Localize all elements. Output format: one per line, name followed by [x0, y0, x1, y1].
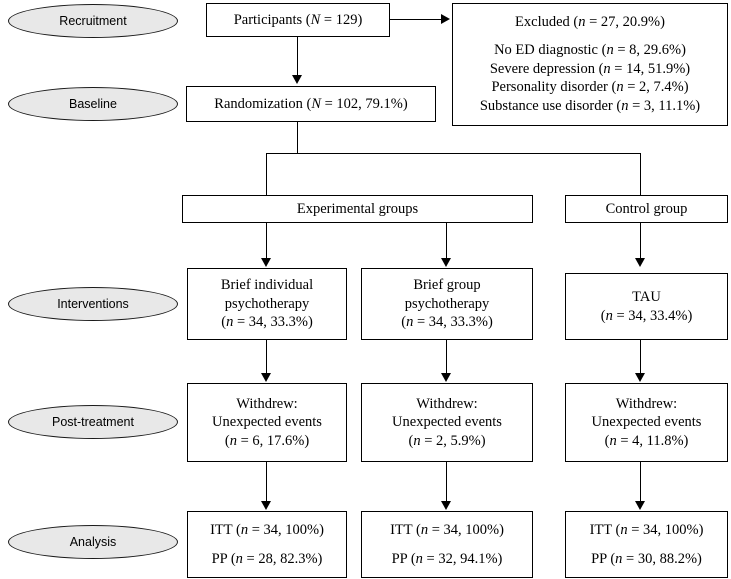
box-participants: Participants (N = 129) — [206, 3, 390, 37]
box-intervention-1: Brief individual psychotherapy (n = 34, … — [187, 268, 347, 340]
arrowhead-analysis-1 — [261, 501, 271, 510]
box-analysis-1: ITT (n = 34, 100%) PP (n = 28, 82.3%) — [187, 511, 347, 578]
box-withdrew-2: Withdrew: Unexpected events (n = 2, 5.9%… — [361, 383, 533, 462]
connector-withdrew-3-to-analysis-3 — [640, 462, 641, 502]
stage-ellipse-recruitment: Recruitment — [8, 4, 178, 38]
box-control-group: Control group — [565, 195, 728, 223]
box-excluded: Excluded (n = 27, 20.9%) No ED diagnosti… — [452, 3, 728, 126]
excluded-reason-4: Substance use disorder (n = 3, 11.1%) — [479, 98, 701, 115]
connector-randomization-to-split — [297, 122, 298, 154]
box-withdrew-1: Withdrew: Unexpected events (n = 6, 17.6… — [187, 383, 347, 462]
arrowhead-analysis-3 — [635, 501, 645, 510]
arrowhead-intervention-3 — [635, 258, 645, 267]
arrowhead-participants-to-excluded — [441, 14, 450, 24]
stage-label-post-treatment: Post-treatment — [52, 414, 134, 429]
control-group-label: Control group — [605, 200, 688, 217]
box-intervention-3: TAU (n = 34, 33.4%) — [565, 273, 728, 340]
analysis-3-line-2: PP (n = 30, 88.2%) — [591, 550, 702, 567]
arrowhead-participants-to-randomization — [292, 75, 302, 84]
intervention-1-line-3: (n = 34, 33.3%) — [221, 314, 313, 331]
connector-control-to-intervention-3 — [640, 222, 641, 259]
analysis-1-line-2: PP (n = 28, 82.3%) — [211, 550, 323, 567]
box-analysis-3: ITT (n = 34, 100%) PP (n = 30, 88.2%) — [565, 511, 728, 578]
box-analysis-2: ITT (n = 34, 100%) PP (n = 32, 94.1%) — [361, 511, 533, 578]
intervention-2-line-3: (n = 34, 33.3%) — [401, 314, 493, 331]
intervention-3-line-1: TAU — [632, 288, 661, 305]
connector-split-left-drop — [266, 153, 267, 195]
connector-split-right-drop — [640, 153, 641, 195]
stage-label-baseline: Baseline — [69, 96, 117, 111]
arrowhead-intervention-2 — [441, 258, 451, 267]
stage-label-recruitment: Recruitment — [59, 13, 127, 28]
intervention-2-line-2: psychotherapy — [404, 295, 490, 312]
intervention-2-line-1: Brief group — [413, 277, 481, 294]
withdrew-3-line-2: Unexpected events — [591, 414, 702, 431]
arrowhead-withdrew-2 — [441, 373, 451, 382]
box-experimental-groups: Experimental groups — [182, 195, 533, 223]
connector-withdrew-2-to-analysis-2 — [446, 462, 447, 502]
box-withdrew-3: Withdrew: Unexpected events (n = 4, 11.8… — [565, 383, 728, 462]
connector-participants-to-excluded — [389, 19, 441, 20]
arrowhead-analysis-2 — [441, 501, 451, 510]
connector-split-bar — [266, 153, 641, 154]
arrowhead-withdrew-1 — [261, 373, 271, 382]
arrowhead-withdrew-3 — [635, 373, 645, 382]
connector-participants-to-randomization — [297, 36, 298, 76]
stage-ellipse-post-treatment: Post-treatment — [8, 405, 178, 439]
analysis-2-line-2: PP (n = 32, 94.1%) — [391, 550, 503, 567]
participants-line-1: Participants (N = 129) — [233, 11, 363, 28]
withdrew-3-line-1: Withdrew: — [615, 395, 678, 412]
excluded-title: Excluded (n = 27, 20.9%) — [515, 13, 665, 30]
connector-withdrew-1-to-analysis-1 — [266, 462, 267, 502]
excluded-reason-3: Personality disorder (n = 2, 7.4%) — [491, 79, 689, 96]
intervention-3-line-2: (n = 34, 33.4%) — [600, 307, 693, 324]
stage-ellipse-analysis: Analysis — [8, 525, 178, 559]
analysis-3-line-1: ITT (n = 34, 100%) — [589, 521, 704, 538]
experimental-groups-label: Experimental groups — [296, 200, 419, 217]
withdrew-1-line-2: Unexpected events — [212, 414, 322, 431]
box-randomization: Randomization (N = 102, 79.1%) — [186, 86, 436, 122]
box-intervention-2: Brief group psychotherapy (n = 34, 33.3%… — [361, 268, 533, 340]
withdrew-2-line-2: Unexpected events — [392, 414, 502, 431]
withdrew-3-line-3: (n = 4, 11.8%) — [604, 432, 689, 449]
connector-intervention-3-to-withdrew-3 — [640, 340, 641, 374]
connector-intervention-1-to-withdrew-1 — [266, 340, 267, 374]
intervention-1-line-2: psychotherapy — [224, 295, 310, 312]
analysis-1-line-1: ITT (n = 34, 100%) — [210, 521, 324, 538]
withdrew-2-line-3: (n = 2, 5.9%) — [408, 432, 486, 449]
stage-label-interventions: Interventions — [57, 296, 129, 311]
stage-ellipse-baseline: Baseline — [8, 87, 178, 121]
withdrew-2-line-1: Withdrew: — [416, 395, 478, 412]
analysis-2-line-1: ITT (n = 34, 100%) — [390, 521, 504, 538]
withdrew-1-line-3: (n = 6, 17.6%) — [224, 432, 310, 449]
withdrew-1-line-1: Withdrew: — [236, 395, 298, 412]
intervention-1-line-1: Brief individual — [220, 277, 314, 294]
connector-experimental-to-intervention-2 — [446, 222, 447, 259]
connector-experimental-to-intervention-1 — [266, 222, 267, 259]
stage-label-analysis: Analysis — [69, 534, 117, 549]
excluded-reason-2: Severe depression (n = 14, 51.9%) — [489, 60, 691, 77]
connector-intervention-2-to-withdrew-2 — [446, 340, 447, 374]
stage-ellipse-interventions: Interventions — [8, 287, 178, 321]
excluded-reason-1: No ED diagnostic (n = 8, 29.6%) — [494, 41, 686, 58]
randomization-line-1: Randomization (N = 102, 79.1%) — [214, 95, 408, 112]
arrowhead-intervention-1 — [261, 258, 271, 267]
